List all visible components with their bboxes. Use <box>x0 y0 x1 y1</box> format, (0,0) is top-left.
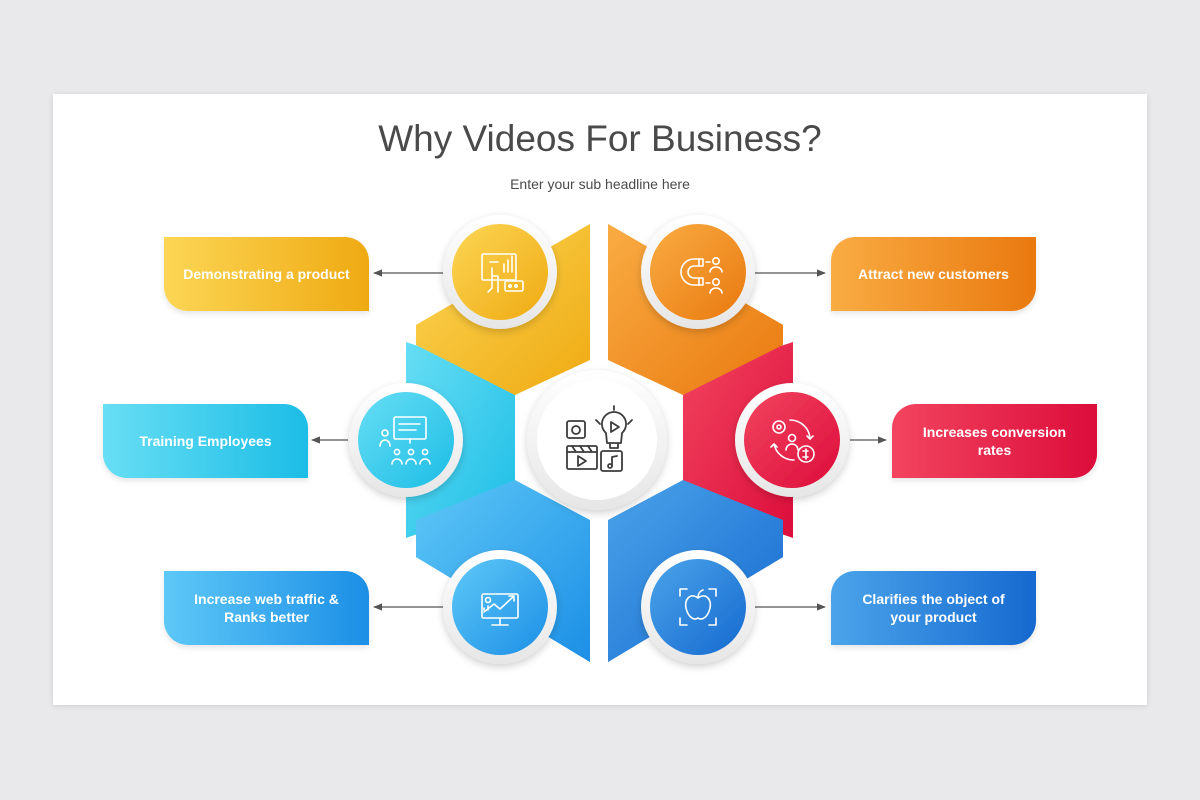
callout-demonstrating: Demonstrating a product <box>164 237 369 311</box>
callout-label-attract: Attract new customers <box>858 266 1009 282</box>
callout-conversion: Increases conversion rates <box>892 404 1097 478</box>
conversion-cycle-icon <box>770 419 815 463</box>
callout-label-training: Training Employees <box>139 433 272 449</box>
callout-label-conversion: Increases conversion rates <box>922 424 1067 458</box>
center-circle <box>527 370 667 510</box>
magnet-customers-icon <box>680 256 723 294</box>
presentation-touch-icon <box>481 253 524 293</box>
page-title: Why Videos For Business? <box>378 118 822 159</box>
callout-attract: Attract new customers <box>831 237 1036 311</box>
callout-label-clarifies: Clarifies the object of your product <box>862 591 1005 625</box>
callout-web-traffic: Increase web traffic & Ranks better <box>164 571 369 645</box>
circle-training <box>349 383 463 497</box>
callout-clarifies: Clarifies the object of your product <box>831 571 1036 645</box>
circle-clarifies <box>641 550 755 664</box>
callout-label-web-traffic: Increase web traffic & Ranks better <box>194 591 339 625</box>
connector-lines <box>311 269 887 611</box>
training-board-icon <box>379 416 431 465</box>
video-media-icon <box>566 405 633 472</box>
circle-conversion <box>735 383 849 497</box>
circle-demonstrating <box>443 215 557 329</box>
page-subtitle: Enter your sub headline here <box>510 176 690 192</box>
circle-attract <box>641 215 755 329</box>
circle-web-traffic <box>443 550 557 664</box>
callout-label-demonstrating: Demonstrating a product <box>183 266 350 282</box>
apple-focus-icon <box>679 588 717 626</box>
callout-training: Training Employees <box>103 404 308 478</box>
growth-chart-monitor-icon <box>481 593 519 626</box>
